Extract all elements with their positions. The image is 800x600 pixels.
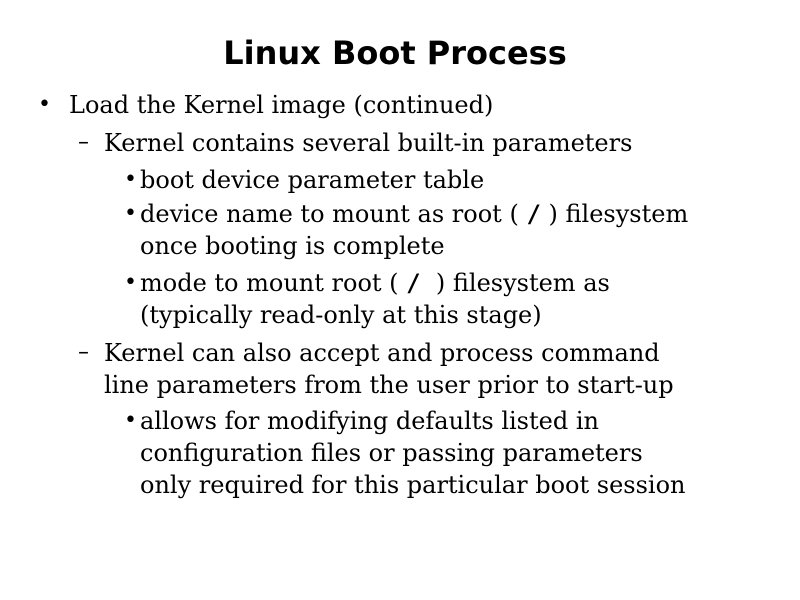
bullet-marker: • xyxy=(124,408,137,433)
text: device name to mount as root ( xyxy=(140,200,519,228)
bullet-continuation: line parameters from the user prior to s… xyxy=(104,371,674,399)
bullet-marker: • xyxy=(124,270,137,295)
text: ) filesystem as xyxy=(435,269,610,297)
dash-marker: – xyxy=(78,340,89,365)
text: mode to mount root ( xyxy=(140,269,399,297)
bullet-level3: mode to mount root ( / ) filesystem as xyxy=(140,267,610,299)
bullet-continuation: configuration files or passing parameter… xyxy=(140,439,643,467)
slide-title: Linux Boot Process xyxy=(223,34,567,72)
bullet-level2: Kernel contains several built-in paramet… xyxy=(104,129,633,157)
bullet-marker: • xyxy=(38,92,51,117)
bullet-marker: • xyxy=(124,167,137,192)
bullet-continuation: only required for this particular boot s… xyxy=(140,471,686,499)
text: ) filesystem xyxy=(548,200,689,228)
bullet-level2: Kernel can also accept and process comma… xyxy=(104,339,660,367)
root-slash: / xyxy=(526,200,541,228)
bullet-continuation: (typically read-only at this stage) xyxy=(140,301,542,329)
bullet-level1: Load the Kernel image (continued) xyxy=(69,91,494,119)
bullet-continuation: once booting is complete xyxy=(140,232,445,260)
bullet-level3: device name to mount as root ( / ) files… xyxy=(140,198,688,230)
bullet-level3: boot device parameter table xyxy=(140,166,485,194)
bullet-level3: allows for modifying defaults listed in xyxy=(140,407,599,435)
dash-marker: – xyxy=(78,130,89,155)
bullet-marker: • xyxy=(124,201,137,226)
root-slash: / xyxy=(406,269,421,297)
